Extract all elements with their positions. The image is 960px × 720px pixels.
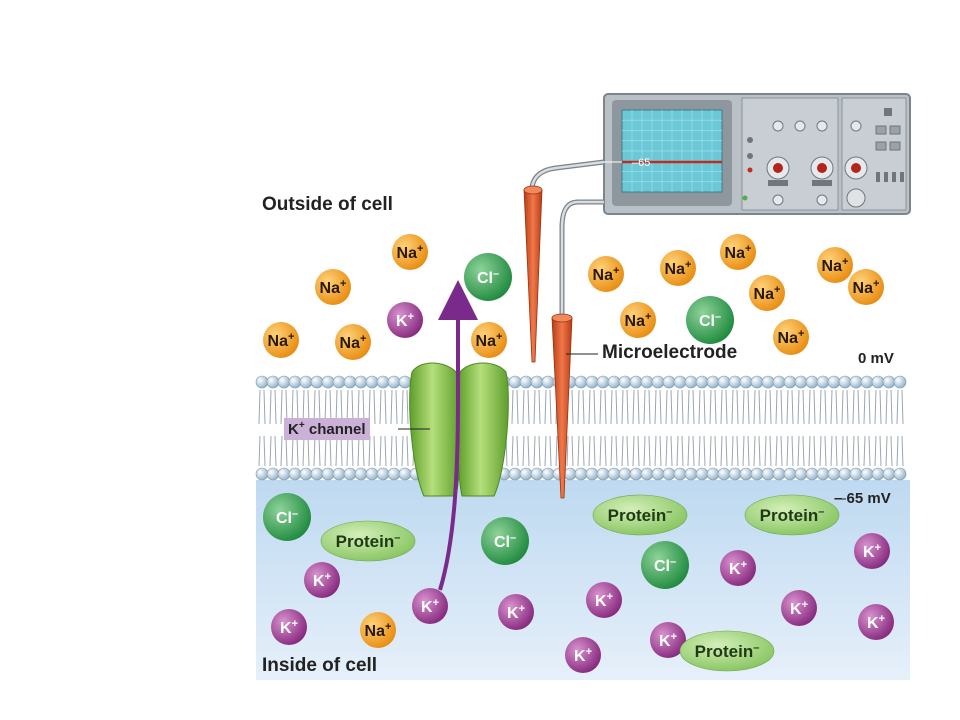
outside-k-label-3: K+ — [396, 311, 414, 330]
outside-na-label-8: Na+ — [665, 259, 692, 278]
inside-protein-ion-14: Protein– — [744, 494, 840, 536]
outside-na-ion-5: Na+ — [335, 324, 371, 360]
k-channel-protein — [409, 362, 509, 497]
inside-k-ion-11: K+ — [586, 582, 622, 618]
inside-k-label-2: K+ — [313, 571, 331, 590]
inside-cl-ion-0: Cl– — [263, 493, 311, 541]
outside-na-ion-4: Na+ — [263, 322, 299, 358]
outside-k-ion-3: K+ — [387, 302, 423, 338]
inside-k-label-5: K+ — [421, 597, 439, 616]
inside-protein-label-14: Protein– — [760, 506, 825, 525]
inside-k-label-11: K+ — [595, 591, 613, 610]
oscilloscope-reading: –65 — [632, 157, 650, 169]
outside-na-label-11: Na+ — [822, 256, 849, 275]
outside-cl-ion-2: Cl– — [464, 253, 512, 301]
inside-k-label-18: K+ — [867, 613, 885, 632]
inside-k-label-7: K+ — [507, 603, 525, 622]
outside-na-ion-8: Na+ — [660, 250, 696, 286]
outside-na-label-5: Na+ — [340, 333, 367, 352]
inside-k-label-10: K+ — [729, 559, 747, 578]
outside-na-ion-1: Na+ — [315, 269, 351, 305]
outside-na-label-9: Na+ — [725, 243, 752, 262]
microelectrode-label: Microelectrode — [602, 342, 738, 363]
extracellular-ions: Na+Na+Cl–K+Na+Na+Na+Na+Na+Na+Na+Na+Na+Cl… — [263, 234, 884, 360]
inside-of-cell-label: Inside of cell — [262, 655, 378, 676]
k-channel-label-text: channel — [304, 421, 366, 438]
inside-k-label-16: K+ — [863, 542, 881, 561]
outside-na-ion-12: Na+ — [620, 302, 656, 338]
outside-na-label-12: Na+ — [625, 311, 652, 330]
inside-protein-ion-15: Protein– — [679, 630, 775, 672]
inside-k-ion-17: K+ — [781, 590, 817, 626]
inside-protein-ion-8: Protein– — [592, 494, 688, 536]
outside-na-label-10: Na+ — [754, 284, 781, 303]
outside-na-label-15: Na+ — [853, 278, 880, 297]
k-channel-label-plus: + — [298, 420, 305, 431]
outside-cl-label-2: Cl– — [477, 268, 499, 287]
outside-na-label-6: Na+ — [476, 331, 503, 350]
outside-na-ion-15: Na+ — [848, 269, 884, 305]
inside-na-ion-4: Na+ — [360, 612, 396, 648]
outside-na-label-14: Na+ — [778, 328, 805, 347]
inside-k-ion-3: K+ — [271, 609, 307, 645]
oscilloscope: –65 — [600, 93, 911, 215]
inside-k-ion-13: K+ — [565, 637, 601, 673]
inside-cl-ion-6: Cl– — [481, 517, 529, 565]
inside-cl-label-0: Cl– — [276, 508, 298, 527]
outside-na-ion-11: Na+ — [817, 247, 853, 283]
k-channel-label-k: K — [288, 421, 299, 438]
inside-cl-label-9: Cl– — [654, 556, 676, 575]
intracellular-ions: Cl– Protein– K+ K+ Na+ K+ Cl– K+ Protein– Cl– K+ K+… — [263, 493, 894, 673]
outside-na-ion-10: Na+ — [749, 275, 785, 311]
outside-na-ion-9: Na+ — [720, 234, 756, 270]
outside-na-label-0: Na+ — [397, 243, 424, 262]
outside-na-ion-7: Na+ — [588, 256, 624, 292]
k-channel-label: K+ channel — [284, 418, 370, 440]
outside-cl-ion-13: Cl– — [686, 296, 734, 344]
outside-na-label-1: Na+ — [320, 278, 347, 297]
inside-k-label-12: K+ — [659, 631, 677, 650]
outside-na-label-4: Na+ — [268, 331, 295, 350]
inside-k-label-13: K+ — [574, 646, 592, 665]
inside-k-ion-18: K+ — [858, 604, 894, 640]
inside-protein-label-8: Protein– — [608, 506, 673, 525]
inside-protein-ion-1: Protein– — [320, 520, 416, 562]
inside-k-ion-16: K+ — [854, 533, 890, 569]
inside-k-ion-2: K+ — [304, 562, 340, 598]
inside-k-ion-12: K+ — [650, 622, 686, 658]
minus-65-mv-label: – 65 mV — [834, 490, 891, 507]
inside-k-ion-5: K+ — [412, 588, 448, 624]
potassium-efflux-arrow — [438, 280, 478, 591]
inside-k-label-3: K+ — [280, 618, 298, 637]
oscilloscope-knobs — [742, 108, 904, 208]
outside-na-ion-14: Na+ — [773, 319, 809, 355]
inside-k-label-17: K+ — [790, 599, 808, 618]
reference-electrode — [523, 189, 543, 363]
inside-k-ion-10: K+ — [720, 550, 756, 586]
outside-of-cell-label: Outside of cell — [262, 194, 393, 215]
outside-na-label-7: Na+ — [593, 265, 620, 284]
outside-na-ion-0: Na+ — [392, 234, 428, 270]
outside-cl-label-13: Cl– — [699, 311, 721, 330]
inside-cl-label-6: Cl– — [494, 532, 516, 551]
zero-mv-label: 0 mV — [858, 350, 894, 367]
outside-na-ion-6: Na+ — [471, 322, 507, 358]
inside-protein-label-1: Protein– — [336, 532, 401, 551]
inside-na-label-4: Na+ — [365, 621, 392, 640]
inside-k-ion-7: K+ — [498, 594, 534, 630]
inside-protein-label-15: Protein– — [695, 642, 760, 661]
inside-cl-ion-9: Cl– — [641, 541, 689, 589]
